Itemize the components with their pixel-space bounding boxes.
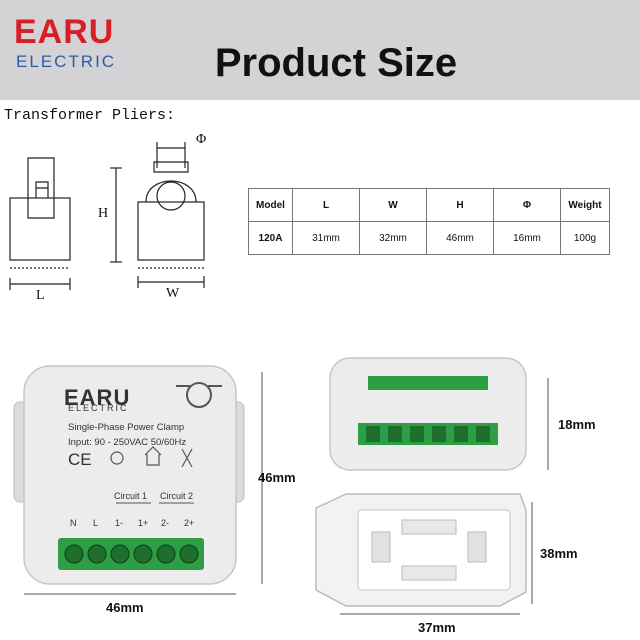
front-module (13, 365, 245, 585)
front-height-label: 46mm (258, 470, 296, 485)
brand-logo-main: EARU (14, 13, 115, 51)
circuit-2-label: Circuit 2 (160, 491, 194, 501)
table-header-cell: L (292, 188, 360, 222)
terminal-label: 2- (161, 518, 170, 528)
terminal-label: 1- (115, 518, 124, 528)
terminal-label: 1+ (138, 518, 149, 528)
side-view-clip (27, 157, 55, 198)
device-input: Input: 90 - 250VAC 50/60Hz (68, 437, 187, 448)
dim-label-phi: Φ (196, 132, 207, 147)
table-header-cell: H (426, 188, 494, 222)
front-view-body (137, 201, 205, 261)
side-module (329, 357, 527, 471)
mounting-bracket (315, 493, 527, 607)
terminal-label: L (93, 518, 99, 528)
table-header-cell: W (359, 188, 427, 222)
brand-logo-sub: ELECTRIC (16, 52, 117, 71)
dim-label-w: W (166, 286, 180, 301)
header-banner (0, 0, 640, 100)
front-view-ring (145, 180, 197, 203)
table-cell: 120A (248, 221, 293, 255)
device-brand-sub: ELECTRIC (68, 403, 129, 413)
device-brand-main: EARU (64, 385, 131, 410)
front-width-label: 46mm (106, 600, 144, 615)
ce-mark: CE (68, 450, 92, 469)
table-cell: 100g (560, 221, 610, 255)
circuit-1-label: Circuit 1 (114, 491, 148, 501)
table-cell: 32mm (359, 221, 427, 255)
terminal-label: N (70, 518, 77, 528)
table-cell: 16mm (493, 221, 561, 255)
transformer-label: Transformer Pliers: (4, 107, 176, 124)
spec-table: Model L W H Φ Weight 120A 31mm 32mm 46mm… (248, 188, 610, 255)
table-header-cell: Φ (493, 188, 561, 222)
device-name: Single-Phase Power Clamp (68, 422, 185, 433)
dim-label-h: H (98, 206, 109, 221)
bracket-width-label: 37mm (418, 620, 456, 635)
side-view-body (9, 197, 71, 261)
bracket-height-label: 38mm (540, 546, 578, 561)
table-cell: 46mm (426, 221, 494, 255)
table-cell: 31mm (292, 221, 360, 255)
table-row: 120A 31mm 32mm 46mm 16mm 100g (248, 221, 610, 255)
page-title-text: Product Size (214, 41, 458, 85)
table-header-row: Model L W H Φ Weight (248, 188, 610, 222)
page-title: Product Size (0, 38, 640, 88)
side-height-label: 18mm (558, 417, 596, 432)
table-header-cell: Weight (560, 188, 610, 222)
dim-label-l: L (36, 288, 45, 303)
terminal-label: 2+ (184, 518, 195, 528)
brand-logo: EARU ELECTRIC (14, 12, 144, 72)
